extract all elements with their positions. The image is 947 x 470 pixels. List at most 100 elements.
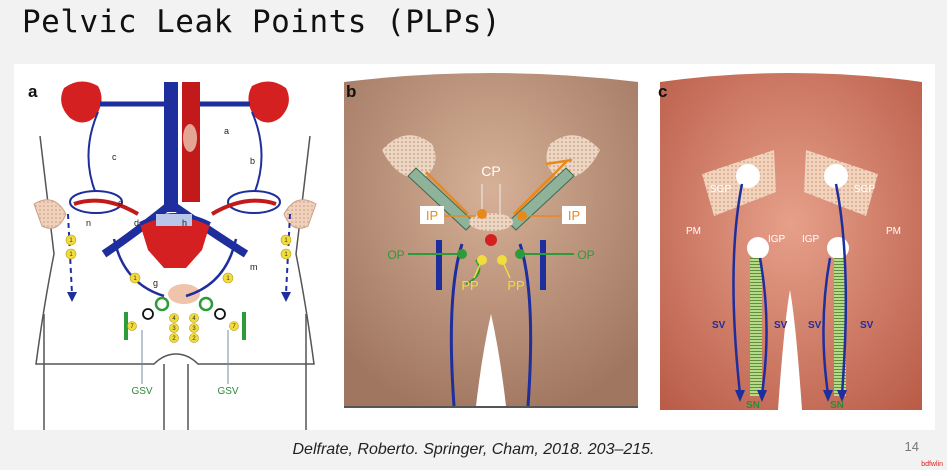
vessel-label-b: b (250, 156, 255, 166)
label-ip-right: IP (568, 208, 580, 223)
marker-left-1: 1 (69, 238, 73, 244)
sciatic-vein-left-outer (732, 183, 744, 395)
label-op-right: OP (577, 248, 594, 262)
vein-bar-right (540, 240, 546, 290)
ip-point-left (477, 209, 487, 219)
label-sn-left: SN (746, 400, 760, 411)
ovarian-vein-right (251, 111, 263, 195)
vein-bar-left (436, 240, 442, 290)
orange-path-right (513, 159, 569, 215)
vessel-label-m: m (250, 262, 258, 272)
label-ip-left: IP (426, 208, 438, 223)
label-pp-left: PP (461, 278, 478, 293)
vein-arrow-4 (837, 390, 847, 402)
side-bar-right (242, 312, 246, 340)
label-pm-left: PM (686, 226, 701, 237)
page-number: 14 (904, 439, 919, 454)
panel-a-schematic: 1 1 1 1 1 1 4 3 2 4 3 2 7 7 a b c d (14, 64, 336, 430)
side-bar-left (124, 312, 128, 340)
body-outline (35, 135, 315, 365)
panel-letter-a: a (28, 82, 38, 101)
panel-letter-b: b (346, 82, 357, 101)
label-igp-right: IGP (802, 234, 820, 245)
vulva-region (168, 284, 200, 304)
gsv-lines (141, 330, 229, 384)
stack-left-2: 3 (172, 326, 176, 332)
leg-gap (484, 314, 498, 406)
vessel-label-g: g (153, 278, 158, 288)
tube-right (210, 198, 277, 216)
marker-right-2: 1 (284, 252, 288, 258)
marker-right-1: 1 (284, 238, 288, 244)
figure-frame: 1 1 1 1 1 1 4 3 2 4 3 2 7 7 a b c d (14, 64, 935, 430)
label-sv-2: SV (774, 320, 788, 331)
iliac-bone-left (382, 135, 436, 179)
sgp-point-right (824, 164, 848, 188)
floor-line (344, 406, 638, 408)
panel-c-posterior: SGP SGP PM PM IGP IGP SV SV SV SV SN SN … (646, 64, 935, 430)
vein-arrow-1 (735, 390, 745, 402)
vessel-label-d: d (134, 218, 139, 228)
label-op-left: OP (387, 248, 404, 262)
sgp-point-left (736, 164, 760, 188)
panel-b-drawing: CP IP IP OP OP PP PP (344, 73, 638, 408)
sciatic-vein-right-outer (834, 183, 848, 395)
vein-crossing-shadow (183, 124, 197, 152)
label-pp-right: PP (507, 278, 524, 293)
label-sv-1: SV (712, 320, 726, 331)
marker-right-3: 1 (226, 276, 230, 282)
label-sv-4: SV (860, 320, 874, 331)
hip-bone-right (283, 199, 317, 229)
vein-arrow-2 (757, 390, 767, 402)
panel-c-drawing: SGP SGP PM PM IGP IGP SV SV SV SV SN SN (660, 73, 922, 411)
stack-right-1: 4 (192, 316, 196, 322)
ovarian-vein-left (87, 111, 99, 195)
label-sgp-left: SGP (710, 184, 731, 195)
label-sgp-right: SGP (854, 184, 875, 195)
side-marker-right: 7 (232, 324, 236, 330)
ip-point-right (517, 211, 527, 221)
label-cp: CP (481, 163, 500, 179)
gluteal-gap (786, 290, 794, 410)
leg-outline (43, 314, 307, 430)
pp-center (485, 234, 497, 246)
op-point-right (515, 249, 525, 259)
vessel-label-a: a (224, 126, 229, 136)
leak-ring-left (154, 296, 170, 312)
tube-left (73, 198, 140, 216)
black-ring-left (142, 308, 154, 320)
iliac-veins (101, 200, 249, 258)
stack-right-3: 2 (192, 336, 196, 342)
stack-left-3: 2 (172, 336, 176, 342)
op-arrow (465, 259, 481, 285)
leak-ring-right (198, 296, 214, 312)
side-marker-left: 7 (130, 324, 134, 330)
sciatic-vein-right-inner (822, 257, 832, 395)
leak-arrow-left (67, 292, 77, 302)
label-pm-right: PM (886, 226, 901, 237)
label-sv-3: SV (808, 320, 822, 331)
label-igp-left: IGP (768, 234, 786, 245)
marker-left-3: 1 (133, 276, 137, 282)
sciatic-vein-left-inner (758, 257, 768, 395)
label-sn-right: SN (830, 400, 844, 411)
panel-letter-c: c (658, 82, 668, 101)
uterus (140, 215, 210, 268)
kidney-left (61, 81, 102, 123)
op-point-left (457, 249, 467, 259)
pp-leaders (473, 259, 511, 279)
ip-box-left (420, 206, 444, 224)
marker-left-2: 1 (69, 252, 73, 258)
vessel-label-e: e (118, 198, 123, 208)
hip-bone-left (33, 199, 67, 229)
orange-path-left (425, 171, 469, 215)
gsv-label-right: GSV (217, 386, 238, 397)
body-back (660, 73, 922, 410)
inguinal-ligament-left (407, 167, 475, 231)
vessel-label-h: h (182, 218, 187, 228)
inferior-vena-cava (164, 82, 178, 212)
igp-point-left (747, 237, 769, 259)
stack-left-1: 4 (172, 316, 176, 322)
vein-arrow-3 (823, 390, 833, 402)
kidney-right (248, 81, 289, 123)
